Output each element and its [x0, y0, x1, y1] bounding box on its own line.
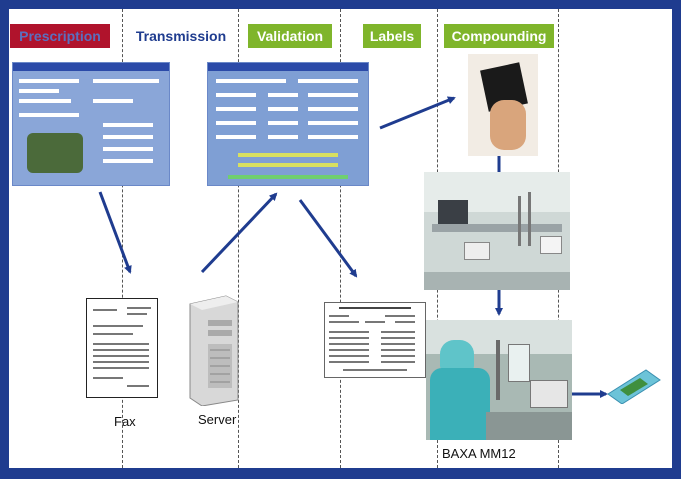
stage-labels: Labels: [363, 24, 421, 48]
server-caption: Server: [198, 412, 237, 427]
validation-screen-image: [207, 62, 369, 186]
frame-bottom-border: [0, 468, 681, 479]
stage-compounding: Compounding: [444, 24, 554, 48]
column-divider: [340, 9, 341, 468]
lab-monitor: [438, 200, 468, 224]
stage-prescription: Prescription: [10, 24, 110, 48]
prescription-screen-image: [12, 62, 170, 186]
operator-gown: [430, 368, 490, 440]
frame-left-border: [0, 0, 9, 479]
arrow-validation-to-labels: [298, 199, 358, 278]
fax-document: [86, 298, 158, 398]
laboratory-photo: [424, 172, 570, 290]
fax-caption: Fax: [114, 414, 136, 429]
screen-title-bar: [13, 63, 169, 71]
operator-cap: [440, 340, 474, 370]
iv-bag-image: [606, 364, 662, 405]
baxa-caption: BAXA MM12: [442, 446, 516, 461]
arrow-server-to-validation: [200, 192, 278, 274]
floppy-disk-photo: [468, 54, 538, 156]
frame-right-border: [672, 0, 681, 479]
baxa-compounder-photo: [426, 320, 572, 440]
stage-validation: Validation: [248, 24, 332, 48]
plant-picture: [27, 133, 83, 173]
stage-transmission: Transmission: [135, 28, 227, 44]
screen-title-bar: [208, 63, 368, 71]
label-document: [324, 302, 426, 378]
frame-top-border: [0, 0, 681, 9]
server-image: [186, 294, 240, 407]
column-divider: [238, 9, 239, 468]
column-divider: [122, 9, 123, 468]
arrow-prescription-to-fax: [98, 191, 132, 274]
hand: [490, 100, 526, 150]
arrow-validation-to-compounding: [379, 96, 456, 130]
